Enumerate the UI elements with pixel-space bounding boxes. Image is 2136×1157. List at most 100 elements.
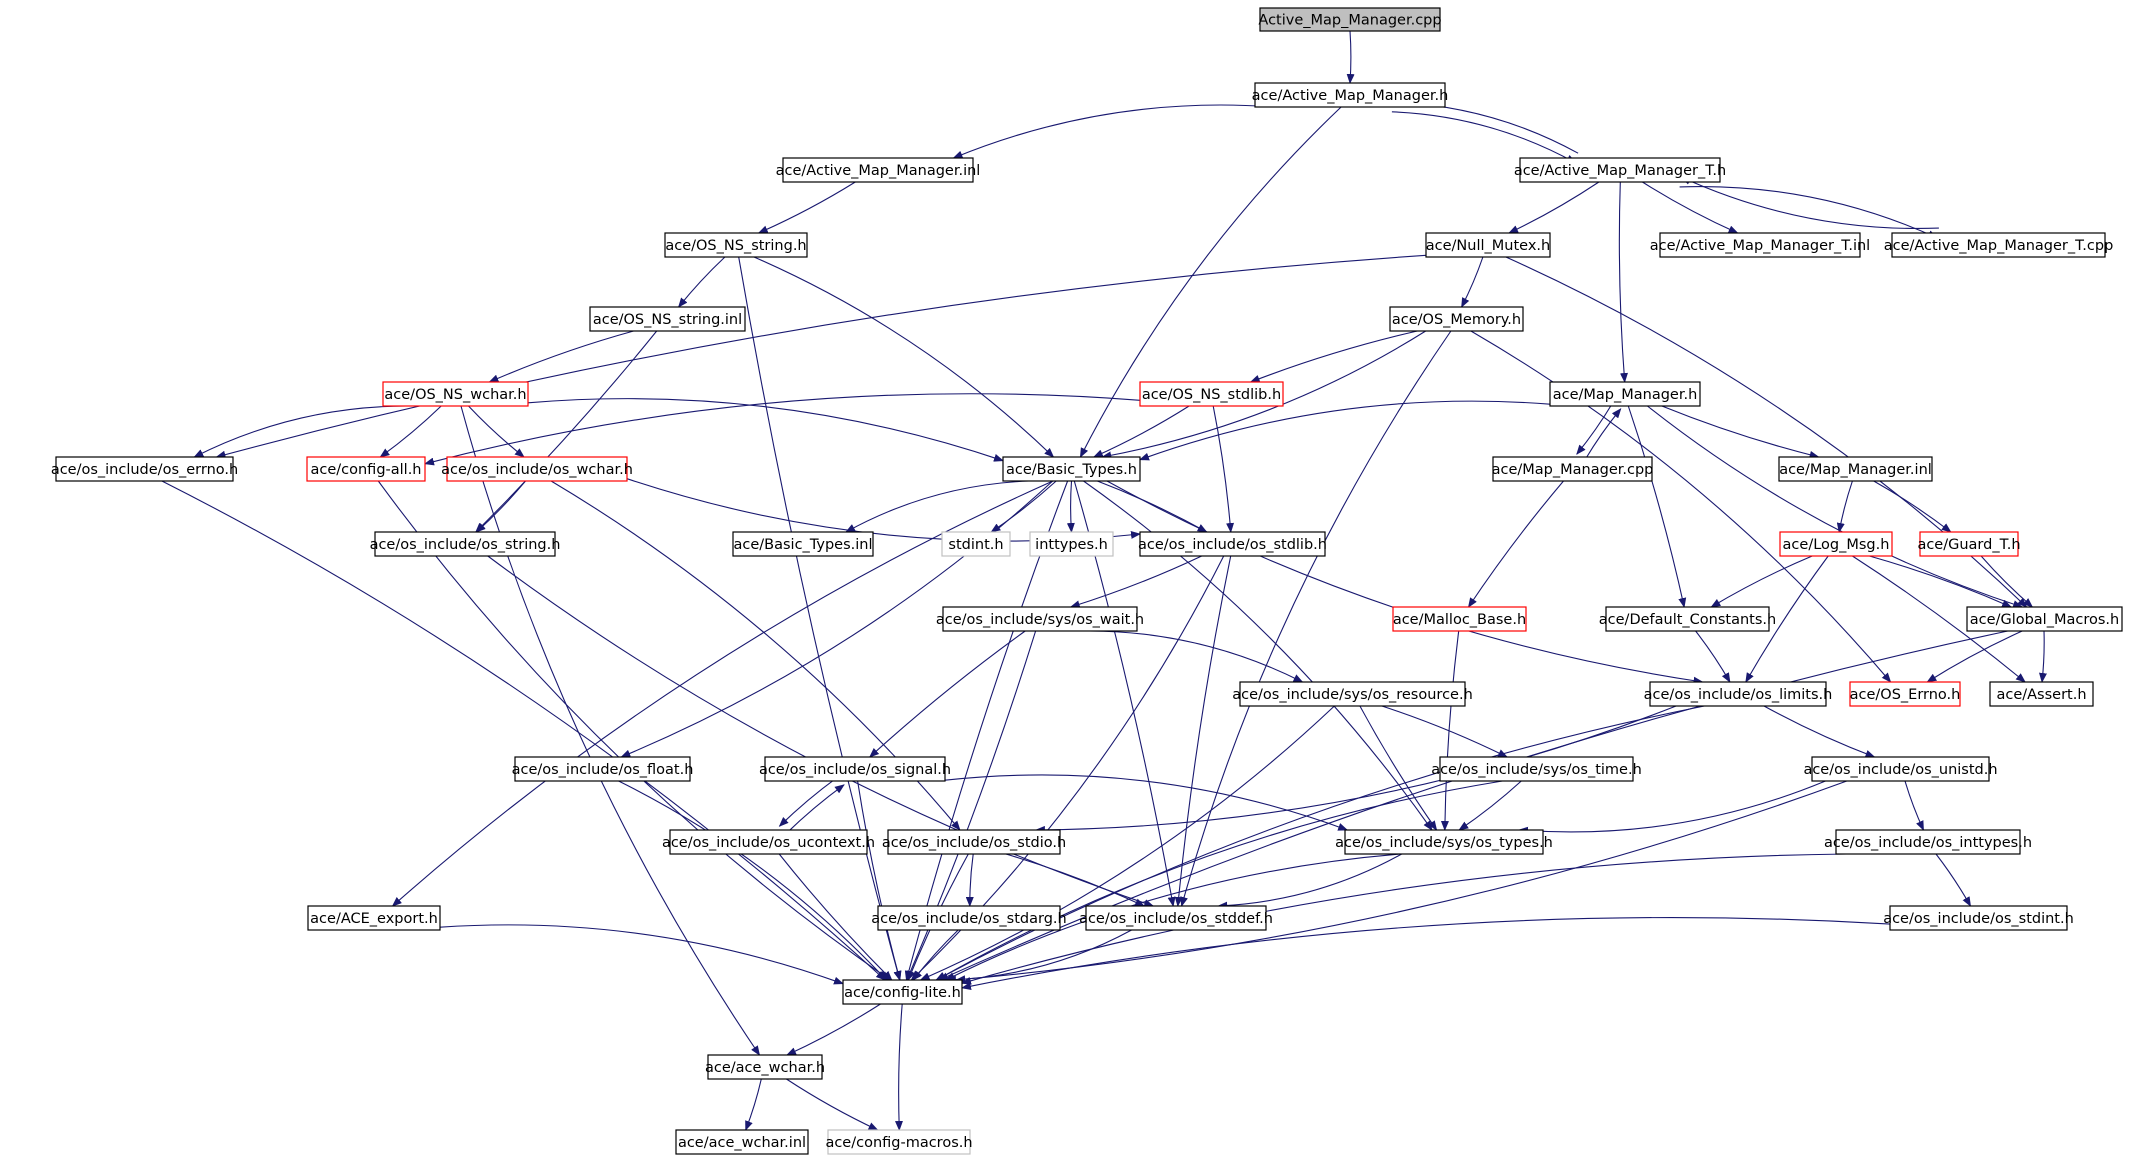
edge-n16-to-n42	[391, 480, 1054, 907]
graph-node[interactable]: ace/OS_Memory.h	[1389, 306, 1524, 332]
edge-n3-to-n6	[1642, 181, 1739, 234]
graph-node[interactable]: ace/os_include/os_float.h	[512, 756, 694, 782]
node-label: ace/os_include/os_string.h	[370, 537, 561, 553]
graph-node[interactable]: ace/ace_wchar.h	[705, 1054, 825, 1080]
graph-node[interactable]: ace/Null_Mutex.h	[1425, 232, 1551, 258]
graph-node[interactable]: ace/Active_Map_Manager_T.h	[1514, 157, 1726, 183]
node-label: ace/os_include/os_stddef.h	[1079, 911, 1273, 927]
graph-node[interactable]: ace/os_include/os_limits.h	[1644, 681, 1833, 707]
edge-n37-to-n41	[1904, 780, 1924, 831]
node-label: ace/Global_Macros.h	[1970, 612, 2119, 628]
node-box	[514, 756, 691, 782]
graph-node[interactable]: ace/Log_Msg.h	[1779, 531, 1893, 557]
graph-node[interactable]: ace/os_include/sys/os_wait.h	[936, 606, 1144, 632]
node-box	[1259, 7, 1441, 32]
edge-n26-to-n46	[906, 630, 1037, 981]
edge-n10-to-n15	[468, 405, 525, 458]
node-box	[1239, 681, 1466, 707]
graph-node[interactable]: ace/Active_Map_Manager_T.cpp	[1884, 232, 2114, 258]
node-box	[1002, 456, 1141, 482]
node-box	[1919, 531, 2019, 557]
graph-node[interactable]: ace/os_include/os_ucontext.h	[662, 829, 875, 855]
node-label: ace/os_include/os_limits.h	[1644, 687, 1833, 703]
node-box	[55, 456, 234, 482]
node-box	[664, 232, 808, 258]
graph-node[interactable]: ace/os_include/os_string.h	[370, 531, 561, 557]
graph-node[interactable]: ace/OS_Errno.h	[1849, 681, 1961, 707]
graph-node[interactable]: ace/os_include/os_stddef.h	[1079, 905, 1273, 931]
node-label: ace/OS_Errno.h	[1850, 687, 1961, 703]
graph-node[interactable]: ace/os_include/os_wchar.h	[441, 456, 633, 482]
edge-n41-to-n46	[961, 853, 1847, 985]
edge-n28-to-n31	[1695, 630, 1731, 683]
graph-node[interactable]: ace/os_include/os_signal.h	[759, 756, 951, 782]
graph-node[interactable]: ace/os_include/os_stdint.h	[1883, 905, 2074, 931]
node-box	[1778, 456, 1933, 482]
node-label: ace/Active_Map_Manager.h	[1252, 88, 1449, 104]
graph-node[interactable]: ace/os_include/sys/os_resource.h	[1232, 681, 1473, 707]
graph-node[interactable]: ace/Malloc_Base.h	[1392, 606, 1527, 632]
node-box	[732, 531, 874, 557]
edge-n26-to-n35	[869, 630, 1026, 758]
graph-node[interactable]: ace/Default_Constants.h	[1599, 606, 1776, 632]
graph-node[interactable]: ace/Global_Macros.h	[1966, 606, 2123, 632]
node-box	[877, 905, 1061, 931]
graph-node[interactable]: ace/os_include/sys/os_time.h	[1431, 756, 1642, 782]
graph-node[interactable]: ace/ace_wchar.inl	[675, 1129, 809, 1155]
edge-n37-to-n46	[955, 780, 1847, 984]
edge-n23-to-n26	[1069, 555, 1202, 609]
edge-n9-to-n44	[1180, 330, 1452, 907]
edge-n17-to-n12	[1584, 408, 1622, 461]
edge-n1-to-n2	[952, 104, 1275, 159]
graph-node[interactable]: ace/os_include/os_errno.h	[51, 456, 238, 482]
edges-layer	[161, 30, 2047, 1131]
node-label: ace/os_include/sys/os_wait.h	[936, 612, 1144, 628]
node-box	[827, 1129, 971, 1155]
graph-node[interactable]: ace/os_include/os_stdlib.h	[1138, 531, 1327, 557]
graph-node[interactable]: ace/Basic_Types.h	[1002, 456, 1141, 482]
edge-n46-to-n49	[894, 1003, 903, 1131]
graph-node[interactable]: ace/OS_NS_string.inl	[589, 306, 746, 332]
node-box	[1811, 756, 1990, 782]
node-box	[669, 829, 868, 855]
edge-n24-to-n31	[1745, 555, 1829, 683]
graph-node[interactable]: ace/Basic_Types.inl	[732, 531, 874, 557]
graph-node[interactable]: ace/Map_Manager.inl	[1778, 456, 1933, 482]
edge-n5-to-n9	[1461, 256, 1484, 308]
edge-n31-to-n37	[1763, 705, 1876, 758]
graph-node[interactable]: ace/config-all.h	[306, 456, 426, 482]
edge-n12-to-n18	[1661, 405, 1820, 459]
graph-node[interactable]: ace/OS_NS_string.h	[664, 232, 808, 258]
node-label: ace/ace_wchar.inl	[678, 1135, 806, 1151]
graph-node[interactable]: ace/Active_Map_Manager.h	[1252, 82, 1449, 108]
graph-node[interactable]: ace/Map_Manager.cpp	[1492, 456, 1654, 482]
node-box	[1891, 232, 2106, 258]
edge-n36-to-n40	[1458, 780, 1522, 831]
node-label: ace/os_include/os_errno.h	[51, 462, 238, 478]
graph-node[interactable]: ace/ACE_export.h	[307, 905, 441, 931]
node-box	[1605, 606, 1770, 632]
graph-node[interactable]: ace/Active_Map_Manager.inl	[776, 157, 981, 183]
node-box	[1492, 456, 1653, 482]
graph-node[interactable]: ace/Assert.h	[1989, 681, 2094, 707]
graph-node[interactable]: ace/OS_NS_stdlib.h	[1139, 381, 1284, 407]
graph-node[interactable]: ace/Guard_T.h	[1917, 531, 2021, 557]
graph-node[interactable]: ace/os_include/os_unistd.h	[1803, 756, 1998, 782]
graph-node[interactable]: ace/Map_Manager.h	[1549, 381, 1701, 407]
node-box	[1139, 381, 1284, 407]
graph-node[interactable]: ace/os_include/sys/os_types.h	[1335, 829, 1553, 855]
edge-n10-to-n47	[460, 405, 761, 1056]
edge-n3-to-n7	[1679, 185, 1938, 239]
graph-node[interactable]: ace/os_include/os_stdarg.h	[871, 905, 1067, 931]
graph-node[interactable]: ace/os_include/os_inttypes.h	[1824, 829, 2032, 855]
node-label: ace/config-lite.h	[844, 985, 961, 1001]
edge-n8-to-n10	[488, 330, 634, 383]
node-box	[589, 306, 746, 332]
edge-n1-to-n16	[1079, 106, 1342, 458]
graph-node[interactable]: Active_Map_Manager.cpp	[1258, 7, 1442, 32]
graph-node[interactable]: ace/os_include/os_stdio.h	[882, 829, 1066, 855]
node-box	[306, 456, 426, 482]
graph-node[interactable]: ace/config-lite.h	[842, 979, 963, 1005]
graph-node[interactable]: ace/OS_NS_wchar.h	[382, 381, 529, 407]
graph-node[interactable]: ace/Active_Map_Manager_T.inl	[1650, 232, 1870, 258]
